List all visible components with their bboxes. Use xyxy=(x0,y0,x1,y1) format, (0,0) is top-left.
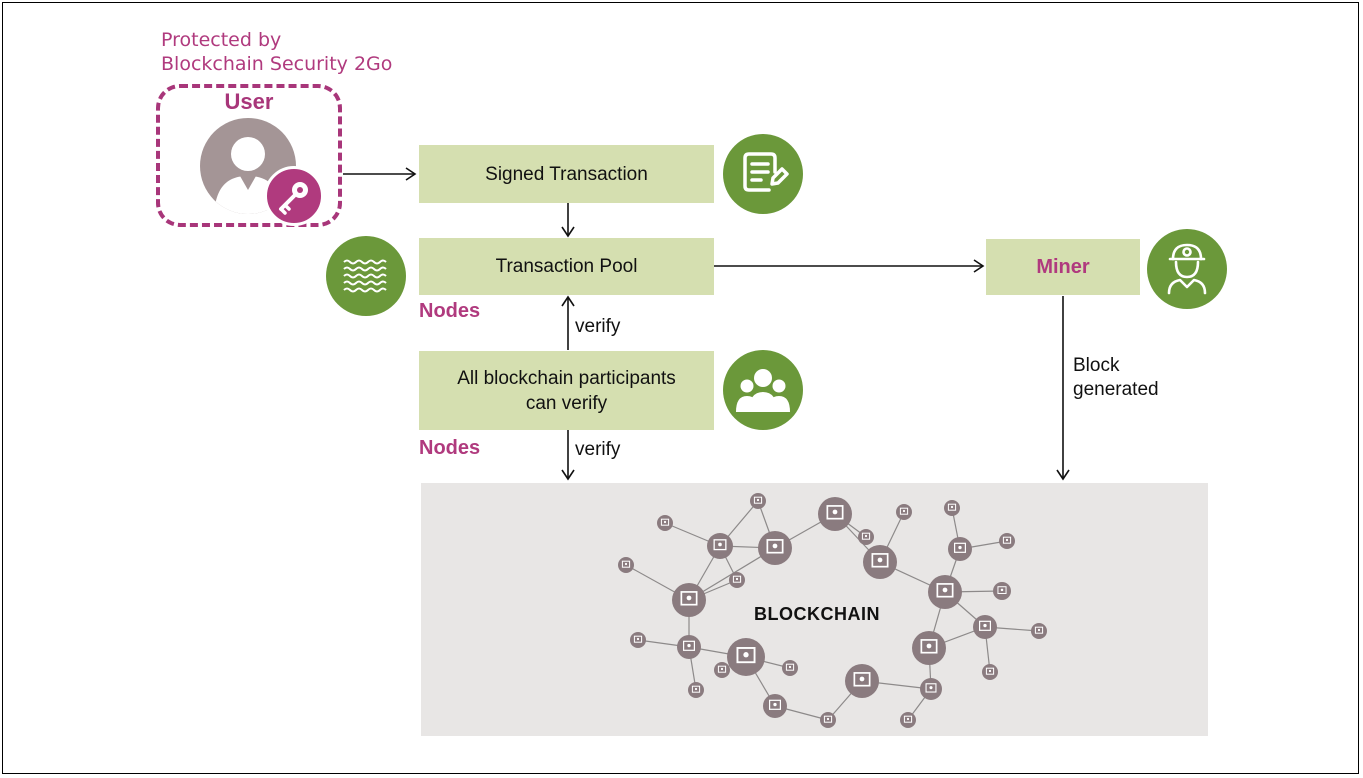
computer-node-icon xyxy=(999,533,1015,549)
computer-node-icon xyxy=(896,504,912,520)
computer-node-icon xyxy=(900,712,916,728)
miner-box: Miner xyxy=(986,239,1140,295)
computer-node-icon xyxy=(1031,623,1047,639)
computer-node-icon xyxy=(845,664,879,698)
computer-node-icon xyxy=(912,631,946,665)
key-icon xyxy=(264,166,324,226)
computer-node-icon xyxy=(750,493,766,509)
computer-node-icon xyxy=(993,582,1011,600)
user-label: User xyxy=(224,89,274,114)
computer-node-icon xyxy=(657,515,673,531)
computer-node-icon xyxy=(818,497,852,531)
participants-label-line-2: can verify xyxy=(525,392,608,414)
computer-node-icon xyxy=(820,712,836,728)
block-generated-line-2: generated xyxy=(1073,379,1159,400)
miner-helmet-icon xyxy=(1147,229,1227,309)
computer-node-icon xyxy=(618,557,634,573)
miner-label: Miner xyxy=(1036,255,1090,278)
caption-line-1: Protected by xyxy=(161,29,282,51)
computer-node-icon xyxy=(688,682,704,698)
computer-node-icon xyxy=(920,678,942,700)
transaction-pool-label: Transaction Pool xyxy=(495,256,638,277)
nodes-label-lower: Nodes xyxy=(419,437,481,459)
participants-label-line-1: All blockchain participants xyxy=(457,367,676,389)
transaction-pool-box: Transaction Pool xyxy=(419,238,714,295)
participants-box: All blockchain participants can verify xyxy=(419,351,714,430)
computer-node-icon xyxy=(677,635,701,659)
computer-node-icon xyxy=(707,533,733,559)
computer-node-icon xyxy=(727,638,765,676)
computer-node-icon xyxy=(948,537,972,561)
computer-node-icon xyxy=(928,575,962,609)
protection-caption: Protected by Blockchain Security 2Go xyxy=(161,28,392,76)
computer-node-icon xyxy=(944,500,960,516)
document-pen-icon xyxy=(723,134,803,214)
waves-icon xyxy=(326,236,406,316)
nodes-label-upper: Nodes xyxy=(419,300,481,322)
computer-node-icon xyxy=(763,694,787,718)
signed-transaction-box: Signed Transaction xyxy=(419,145,714,203)
verify-label-upper: verify xyxy=(575,316,621,337)
computer-node-icon xyxy=(858,529,874,545)
computer-node-icon xyxy=(782,660,798,676)
computer-node-icon xyxy=(973,615,997,639)
computer-node-icon xyxy=(758,531,792,565)
caption-line-2: Blockchain Security 2Go xyxy=(161,53,393,75)
block-generated-line-1: Block xyxy=(1073,355,1120,376)
block-generated-label: Block generated xyxy=(1073,354,1159,402)
user-box: User xyxy=(156,84,342,227)
computer-node-icon xyxy=(982,664,998,680)
computer-node-icon xyxy=(729,572,745,588)
computer-node-icon xyxy=(714,662,730,678)
computer-node-icon xyxy=(630,632,646,648)
computer-node-icon xyxy=(863,545,897,579)
group-icon xyxy=(723,350,803,430)
computer-node-icon xyxy=(672,583,706,617)
blockchain-label: BLOCKCHAIN xyxy=(754,604,880,624)
verify-label-lower: verify xyxy=(575,439,621,460)
signed-transaction-label: Signed Transaction xyxy=(485,163,648,185)
